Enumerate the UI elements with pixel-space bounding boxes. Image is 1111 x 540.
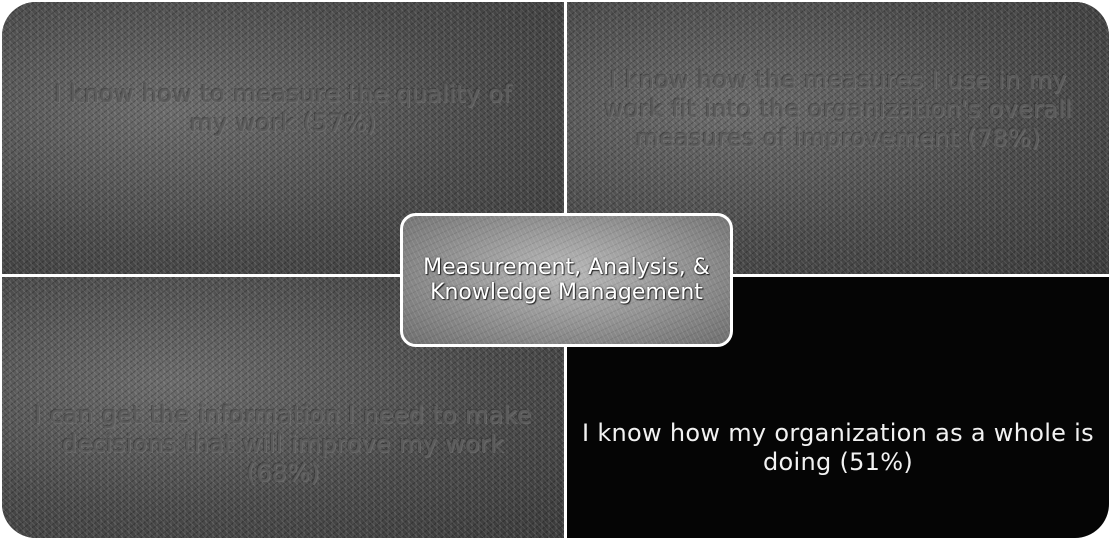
center-topic-box: Measurement, Analysis, & Knowledge Manag… <box>400 213 733 347</box>
quadrant-top-left: I know how to measure the quality of my … <box>2 2 564 274</box>
center-topic-title: Measurement, Analysis, & Knowledge Manag… <box>423 255 710 305</box>
quadrant-top-right-text: I know how the measures I use in my work… <box>604 66 1072 152</box>
quadrant-bottom-left-text: I can get the information I need to make… <box>34 401 532 487</box>
quadrant-top-left-text: I know how to measure the quality of my … <box>54 80 512 137</box>
quadrant-bottom-left: I can get the information I need to make… <box>2 277 564 538</box>
quadrant-bottom-right-text: I know how my organization as a whole is… <box>582 419 1094 476</box>
